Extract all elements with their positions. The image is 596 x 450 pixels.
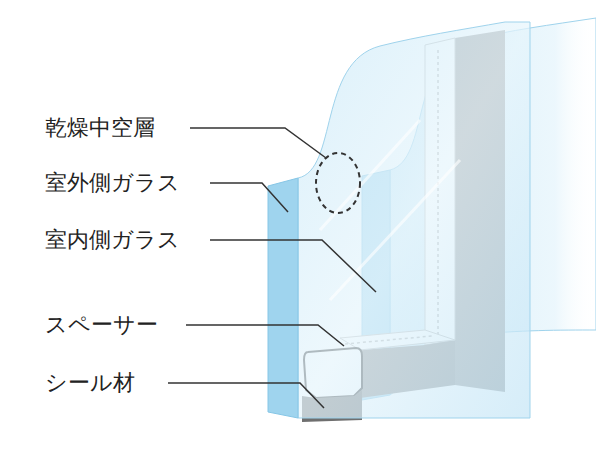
part-label: スペーサー	[43, 312, 160, 338]
glass-highlight	[320, 120, 460, 300]
leader-line	[210, 183, 288, 212]
leader-line	[168, 383, 324, 408]
air-layer-marker	[316, 153, 360, 213]
outer-glass-face	[298, 22, 530, 418]
leader-line	[210, 240, 376, 292]
part-label: 乾燥中空層	[43, 115, 157, 141]
outer-glass-edge	[268, 178, 298, 418]
part-label: 室内側ガラス	[43, 227, 182, 253]
part-label: 室外側ガラス	[43, 170, 182, 196]
leader-line	[186, 325, 344, 346]
leader-line	[190, 128, 326, 158]
part-label: シール材	[43, 370, 137, 396]
